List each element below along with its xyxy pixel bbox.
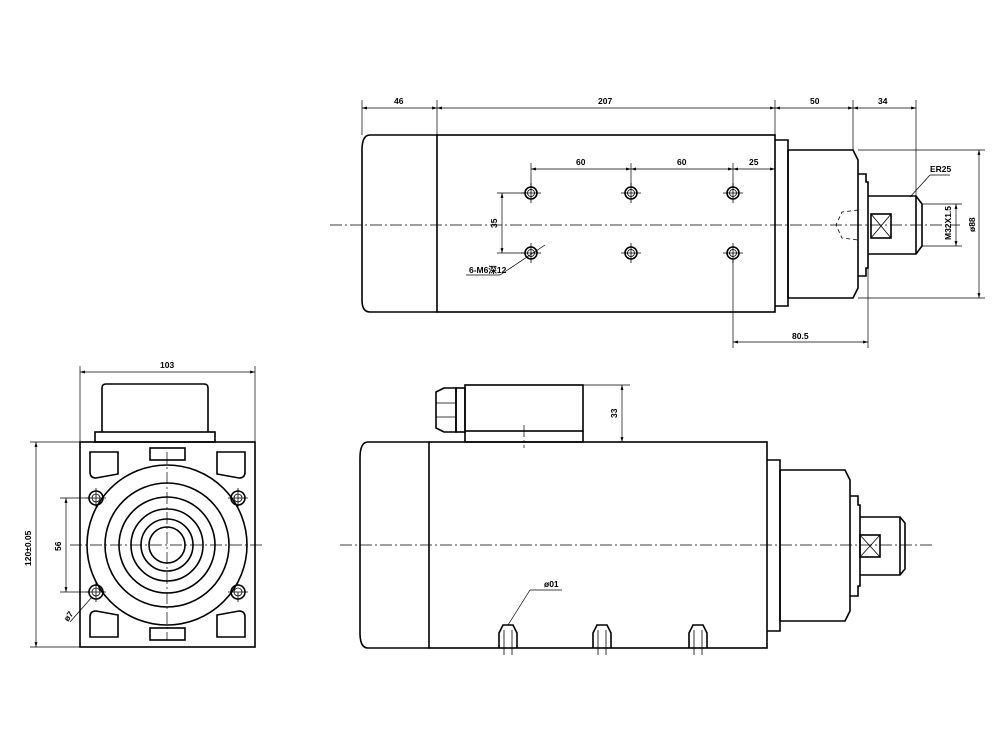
thread-label: M32X1.5 [943,206,953,240]
dim-80-5: 80.5 [792,331,809,341]
dim-height-120: 120±0.05 [23,530,33,566]
dim-50: 50 [810,96,820,106]
nose-diameter-label: ø88 [967,217,977,232]
dim-hole-25: 25 [749,157,759,167]
dim-34: 34 [878,96,888,106]
end-view: 103 120±0.05 56 ø7 [23,360,265,648]
dim-46: 46 [394,96,404,106]
top-view: 46 207 50 34 60 60 25 35 6-M6深12 ER25 M3… [330,96,985,348]
top-view-body [436,134,776,313]
dim-width-103: 103 [160,360,174,370]
dim-connector-33: 33 [609,408,619,418]
collet-label: ER25 [930,164,952,174]
side-view-fittings [498,624,708,655]
fitting-diameter-label: ø01 [544,579,559,589]
dim-hole-60b: 60 [677,157,687,167]
dim-hole-60a: 60 [576,157,586,167]
dim-hole-35: 35 [489,218,499,228]
hole-diameter-label: ø7 [61,609,75,623]
dim-hole-pitch-56: 56 [53,541,63,551]
holes-callout: 6-M6深12 [469,265,507,275]
end-view-flange [79,441,256,648]
top-view-rear-cap [361,134,437,313]
dim-207: 207 [598,96,612,106]
top-view-mount-holes [521,183,743,263]
side-view: ø01 33 [340,384,935,655]
